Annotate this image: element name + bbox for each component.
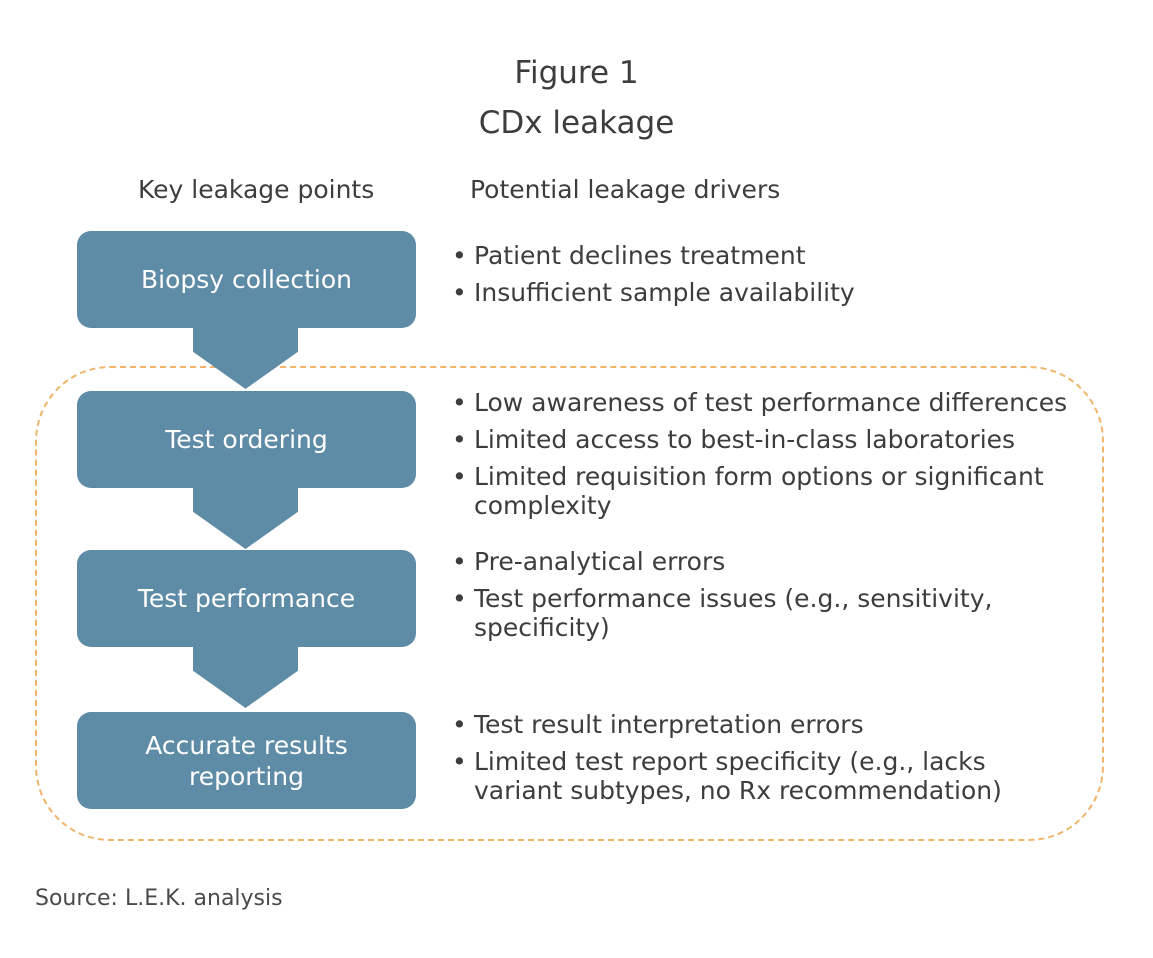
step-box-accurate-results-reporting: Accurate results reporting: [77, 712, 416, 809]
driver-item: Test result interpretation errors: [452, 710, 1092, 739]
figure-title: Figure 1: [514, 55, 639, 91]
step-label: Test performance: [137, 584, 356, 613]
driver-item: Low awareness of test performance differ…: [452, 388, 1092, 417]
step-box-biopsy-collection: Biopsy collection: [77, 231, 416, 328]
driver-item: Pre-analytical errors: [452, 547, 1092, 576]
step-label: Test ordering: [165, 425, 328, 454]
leakage-points-header: Key leakage points: [138, 175, 375, 204]
driver-item: Test performance issues (e.g., sensitivi…: [452, 584, 1004, 642]
drivers-list-test-ordering: Low awareness of test performance differ…: [452, 388, 1092, 528]
driver-item: Patient declines treatment: [452, 241, 1092, 270]
source-note: Source: L.E.K. analysis: [35, 886, 283, 911]
driver-item: Limited test report specificity (e.g., l…: [452, 747, 1014, 805]
step-box-test-performance: Test performance: [77, 550, 416, 647]
driver-item: Limited requisition form options or sign…: [452, 462, 1054, 520]
drivers-list-accurate-results-reporting: Test result interpretation errors Limite…: [452, 710, 1092, 813]
driver-item: Limited access to best-in-class laborato…: [452, 425, 1092, 454]
leakage-drivers-header: Potential leakage drivers: [470, 175, 781, 204]
figure-subtitle: CDx leakage: [478, 105, 675, 141]
step-label: Biopsy collection: [141, 265, 352, 294]
drivers-list-biopsy-collection: Patient declines treatment Insufficient …: [452, 241, 1092, 315]
step-label: Accurate results reporting: [145, 730, 348, 791]
driver-item: Insufficient sample availability: [452, 278, 1092, 307]
dashed-highlight-region: [35, 366, 1104, 841]
drivers-list-test-performance: Pre-analytical errors Test performance i…: [452, 547, 1092, 650]
step-box-test-ordering: Test ordering: [77, 391, 416, 488]
